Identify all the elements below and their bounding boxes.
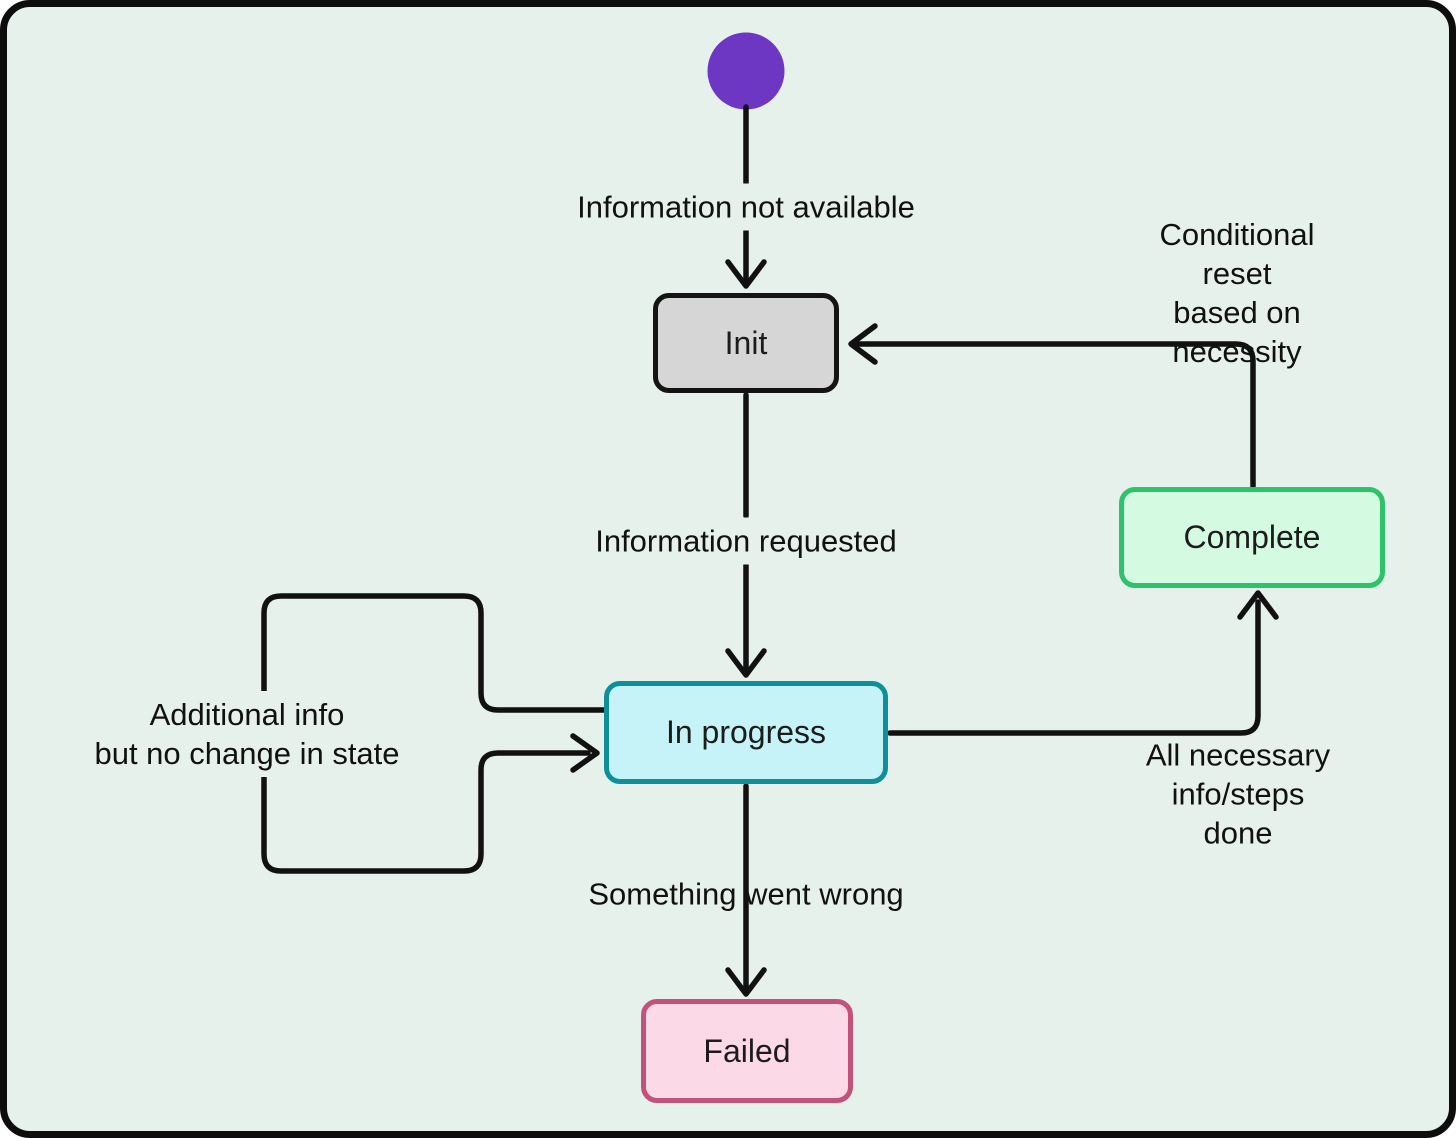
- edge-in-progress-to-complete-line: [887, 599, 1261, 736]
- edge-label-information-requested: Information requested: [585, 517, 907, 565]
- arrowhead-left-icon: [848, 323, 878, 365]
- edge-init-to-in-progress: [725, 392, 767, 678]
- edge-in-progress-to-complete: [887, 590, 1279, 736]
- state-node-in-progress-label: In progress: [665, 714, 827, 750]
- arrowhead-right-icon: [570, 733, 600, 773]
- edge-label-something-went-wrong: Something went wrong: [588, 876, 904, 912]
- state-node-complete-label: Complete: [1183, 519, 1321, 555]
- edge-label-conditional-reset: Conditional reset based on necessity: [1159, 217, 1315, 369]
- edge-complete-to-init: [848, 323, 1256, 489]
- edge-start-to-init: [725, 104, 767, 289]
- initial-state-dot: [707, 32, 785, 110]
- edge-label-information-not-available: Information not available: [567, 183, 925, 231]
- edge-in-progress-to-failed: [725, 783, 767, 997]
- edge-label-additional-info: Additional info but no change in state: [84, 691, 410, 777]
- arrowhead-down-icon: [725, 648, 767, 678]
- arrowhead-up-icon: [1237, 590, 1279, 620]
- state-node-init-label: Init: [724, 324, 768, 361]
- state-node-in-progress: In progress: [604, 681, 888, 784]
- arrowhead-down-icon: [725, 259, 767, 289]
- arrowhead-down-icon: [725, 967, 767, 997]
- state-node-init: Init: [653, 293, 839, 393]
- edge-complete-to-init-line: [853, 341, 1256, 489]
- state-node-failed-label: Failed: [703, 1032, 791, 1069]
- edge-label-all-necessary: All necessary info/steps done: [1145, 737, 1331, 851]
- state-node-complete: Complete: [1119, 487, 1385, 588]
- state-node-failed: Failed: [641, 999, 853, 1103]
